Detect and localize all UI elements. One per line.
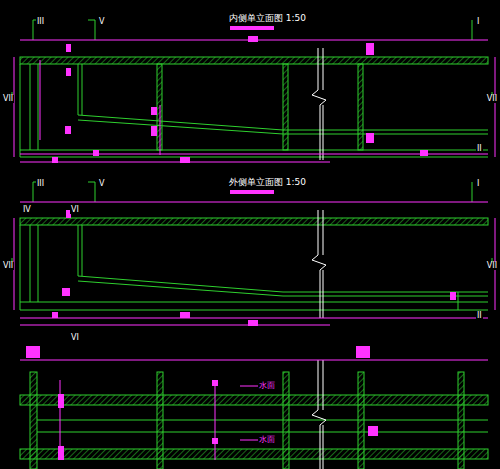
drawing-title: 外侧单立面图 1:50 [228, 178, 307, 187]
section-marker: I [476, 18, 480, 26]
section-marker: III [36, 18, 45, 26]
section-marker: VII [2, 262, 14, 270]
callout-text: 水面 [258, 436, 276, 444]
section-marker: VI [70, 334, 80, 342]
callout-text: 水面 [258, 382, 276, 390]
section-marker: IV [22, 206, 32, 214]
section-marker: VII [486, 262, 498, 270]
section-marker: II [476, 312, 483, 320]
section-marker: VII [2, 95, 14, 103]
section-marker: V [98, 18, 105, 26]
drawing-title: 内侧单立面图 1:50 [228, 14, 307, 23]
section-marker: VII [486, 95, 498, 103]
section-marker: II [476, 145, 483, 153]
section-marker: V [98, 180, 105, 188]
section-marker: VI [70, 206, 80, 214]
section-marker: I [476, 180, 480, 188]
section-marker: III [36, 180, 45, 188]
